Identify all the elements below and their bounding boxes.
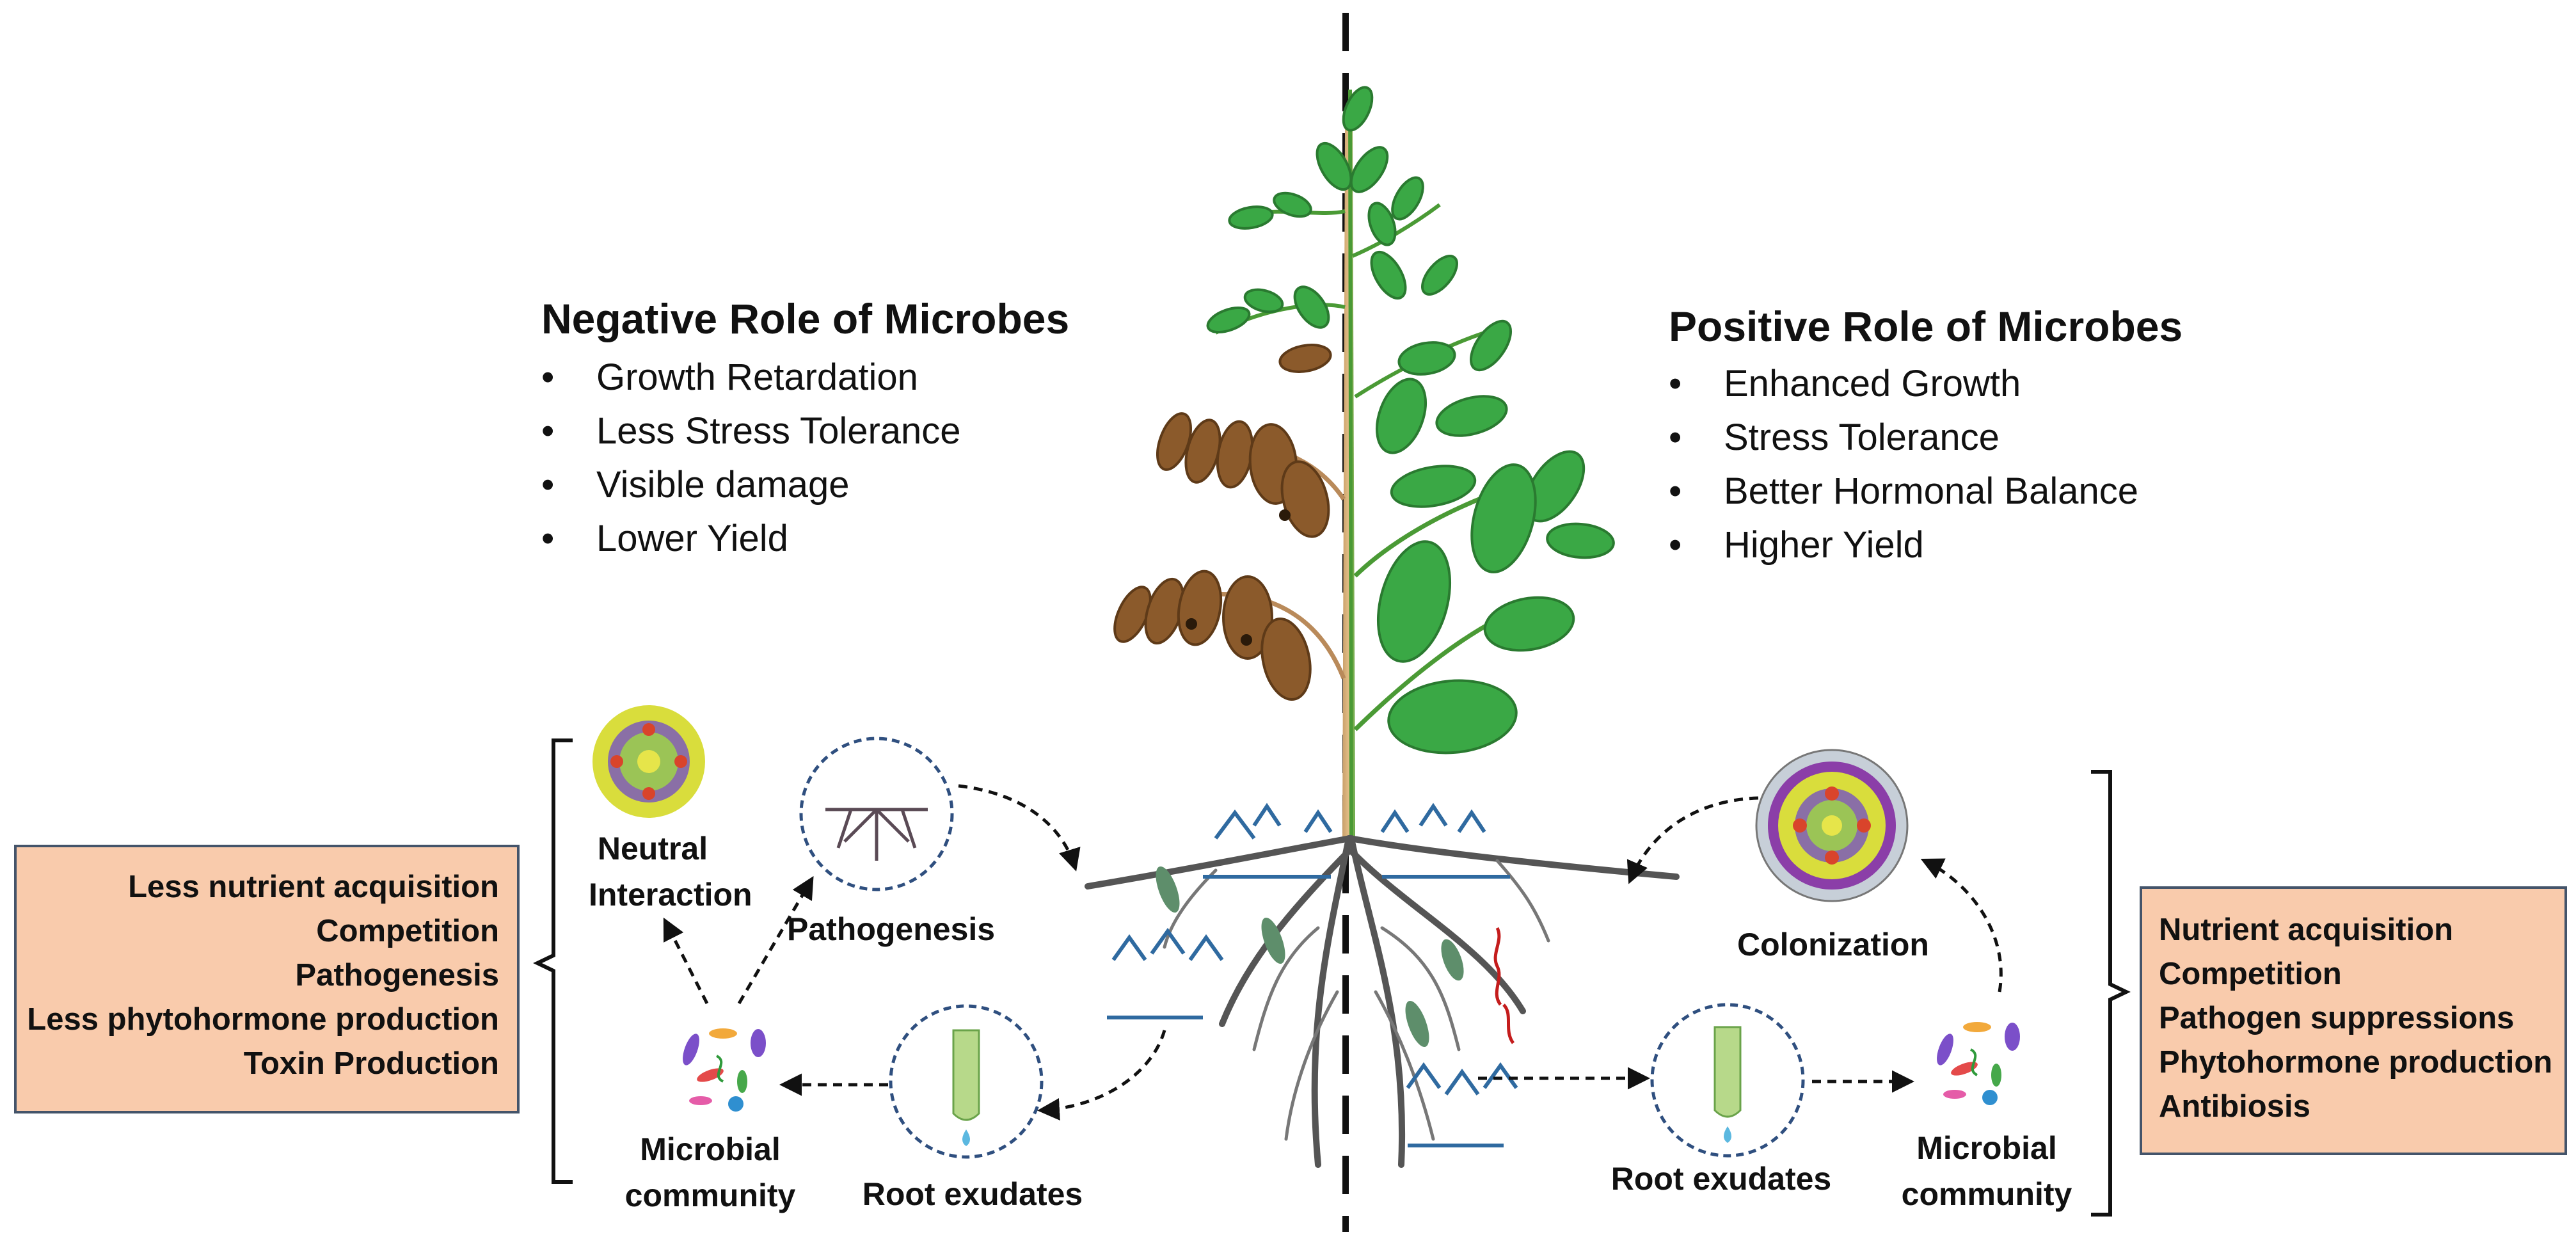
negative-role-list: Growth Retardation Less Stress Tolerance…: [541, 351, 961, 566]
negative-role-item: Less Stress Tolerance: [541, 404, 961, 458]
microbial-community-right-icon: [1937, 1022, 2020, 1105]
negative-effect-item: Competition: [316, 914, 499, 948]
pathogenesis-circle: [799, 737, 954, 891]
negative-effect-item: Toxin Production: [243, 1046, 499, 1081]
positive-effect-item: Phytohormone production: [2159, 1045, 2553, 1080]
positive-role-item: Higher Yield: [1669, 518, 2138, 572]
negative-role-title: Negative Role of Microbes: [541, 295, 1070, 342]
microbial-community-left-icon: [683, 1028, 766, 1112]
positive-role-list: Enhanced Growth Stress Tolerance Better …: [1669, 357, 2138, 572]
neutral-label-line: Neutral: [597, 831, 708, 866]
negative-effect-item: Pathogenesis: [295, 958, 499, 993]
neutral-interaction-label: Neutral Interaction: [589, 826, 752, 918]
colonization-root-section-icon: [1755, 749, 1909, 902]
root-tip-right-icon: [1713, 1026, 1742, 1143]
negative-effect-item: Less nutrient acquisition: [128, 870, 499, 904]
negative-role-item: Visible damage: [541, 458, 961, 512]
positive-effect-item: Nutrient acquisition: [2159, 913, 2454, 947]
positive-effect-item: Pathogen suppressions: [2159, 1001, 2515, 1035]
root-exudates-right-circle: [1650, 1003, 1805, 1158]
root-exudates-left-label: Root exudates: [862, 1176, 1083, 1212]
microbial-right-line: Microbial: [1916, 1130, 2057, 1166]
negative-effect-item: Less phytohormone production: [27, 1002, 499, 1037]
positive-effect-item: Competition: [2159, 957, 2342, 991]
left-bracket: [533, 738, 573, 1184]
negative-role-item: Lower Yield: [541, 512, 961, 566]
negative-role-item: Growth Retardation: [541, 351, 961, 404]
right-bracket: [2091, 770, 2131, 1217]
positive-role-item: Stress Tolerance: [1669, 411, 2138, 465]
pathogenesis-label: Pathogenesis: [787, 911, 996, 947]
plant-illustration: [1085, 86, 1680, 1168]
diseased-root-icon: [825, 808, 928, 861]
microbial-community-left-label: Microbial community: [624, 1126, 797, 1218]
root-exudates-left-circle: [889, 1004, 1044, 1159]
microbial-community-right-label: Microbial community: [1900, 1125, 2073, 1217]
positive-role-item: Enhanced Growth: [1669, 357, 2138, 411]
microbial-left-line: Microbial: [640, 1131, 781, 1167]
microbial-right-line: community: [1901, 1176, 2072, 1212]
neutral-label-line: Interaction: [589, 877, 752, 913]
neutral-root-section-icon: [592, 705, 705, 818]
positive-role-item: Better Hormonal Balance: [1669, 465, 2138, 518]
positive-effect-item: Antibiosis: [2159, 1089, 2310, 1124]
root-tip-left-icon: [952, 1029, 980, 1146]
positive-effects-box: Nutrient acquisition Competition Pathoge…: [2140, 886, 2567, 1155]
positive-role-title: Positive Role of Microbes: [1669, 303, 2183, 350]
colonization-label: Colonization: [1737, 927, 1929, 962]
microbial-left-line: community: [624, 1177, 796, 1213]
root-exudates-right-label: Root exudates: [1610, 1161, 1832, 1197]
negative-effects-box: Less nutrient acquisition Competition Pa…: [14, 845, 520, 1113]
